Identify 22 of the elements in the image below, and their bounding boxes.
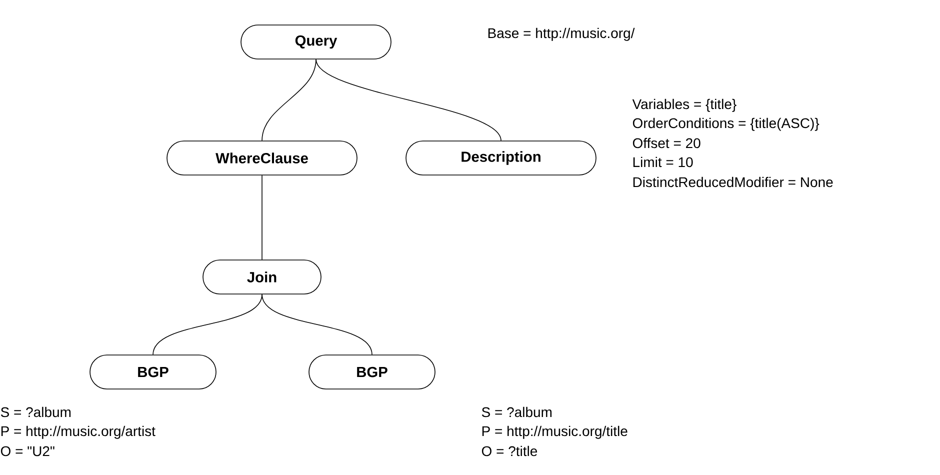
annotation-text: P = http://music.org/title [482, 426, 628, 439]
annotation-text: S = ?album [0, 406, 71, 418]
rounded-box: BGP [90, 354, 216, 390]
rounded-box: Description [406, 140, 596, 176]
rounded-box: Query [240, 24, 392, 60]
connector-line [262, 59, 316, 141]
rounded-box: Join [202, 260, 322, 294]
annotation-text: Limit = 10 [633, 156, 693, 168]
annotation-text: DistinctReducedModifier = None [633, 176, 833, 188]
annotation-text: S = ?album [482, 406, 552, 418]
annotation-text: OrderConditions = {title(ASC)} [632, 118, 820, 131]
connector-line [262, 294, 372, 355]
rounded-box: WhereClause [166, 140, 358, 176]
connector-line [152, 294, 262, 355]
annotation-text: O = "U2" [0, 446, 54, 456]
connector-line [316, 59, 502, 141]
rounded-box: BGP [308, 354, 436, 390]
annotation-text: Variables = {title} [632, 98, 736, 112]
annotation-text: P = http://music.org/artist [1, 426, 156, 439]
annotation-text: O = ?title [482, 446, 538, 456]
annotation-text: Offset = 20 [632, 138, 700, 148]
annotation-text: Base = http://music.org/ [488, 28, 635, 41]
